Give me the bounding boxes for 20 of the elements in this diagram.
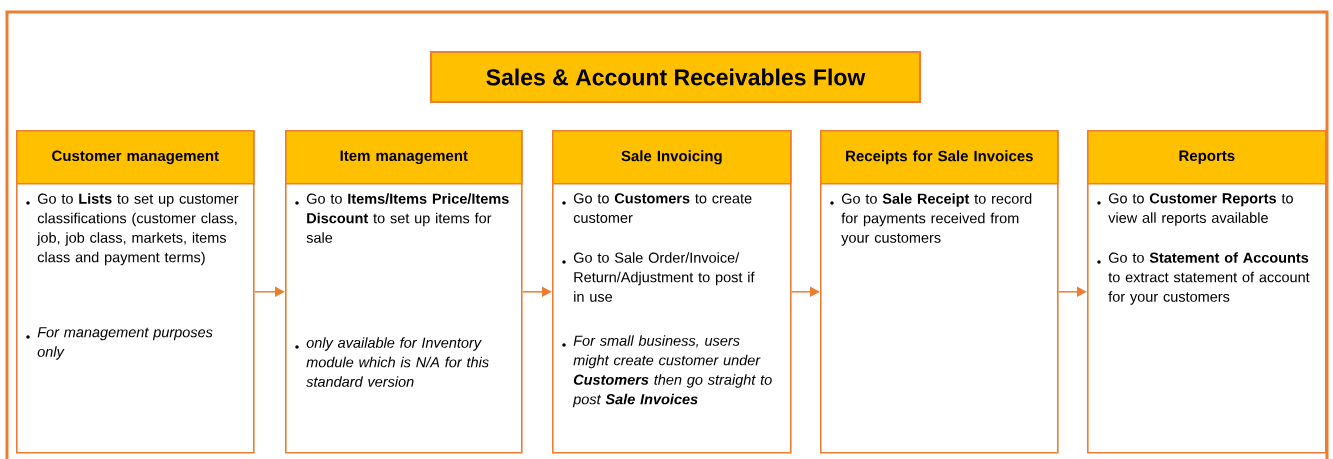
header-box: Reports [1087, 130, 1327, 185]
bullet-text: only available for Inventory module which is N/A for this standard version [295, 337, 489, 387]
bullet-text: Go to Customers to create customer [562, 193, 752, 223]
header-box: Sale Invoicing [552, 130, 792, 185]
bullet-text: For small business, users might create customer under Customers then go straight to post Sale Invoices [562, 335, 772, 408]
header-box: Receipts for Sale Invoices [820, 130, 1059, 185]
bullet-text: Go to Items/Items Price/Items Discount to set up items for sale [295, 193, 509, 243]
bullet-text: Go to Lists to set up customer classifications (customer class, job, job class, markets, items class and payment terms) [26, 193, 239, 266]
arrow [253, 286, 285, 297]
title-box: Sales & Account Receivables Flow [429, 50, 922, 104]
header-box: Item management [285, 130, 523, 185]
arrow [521, 286, 552, 297]
bullet-text: Go to Sale Receipt to record for payments received from your customers [830, 193, 1032, 246]
bullet-text: Go to Sale Order/Invoice/Return/Adjustment to post if in use [562, 252, 755, 302]
bullet-text: Go to Statement of Accounts to extract statement of account for your customers [1097, 252, 1310, 305]
arrow [1057, 286, 1087, 297]
bullet-text: Go to Customer Reports to view all reports available [1097, 193, 1293, 226]
header-box: Customer management [16, 130, 255, 185]
bullet-text: For management purposes only [26, 327, 213, 360]
arrow [790, 286, 820, 297]
